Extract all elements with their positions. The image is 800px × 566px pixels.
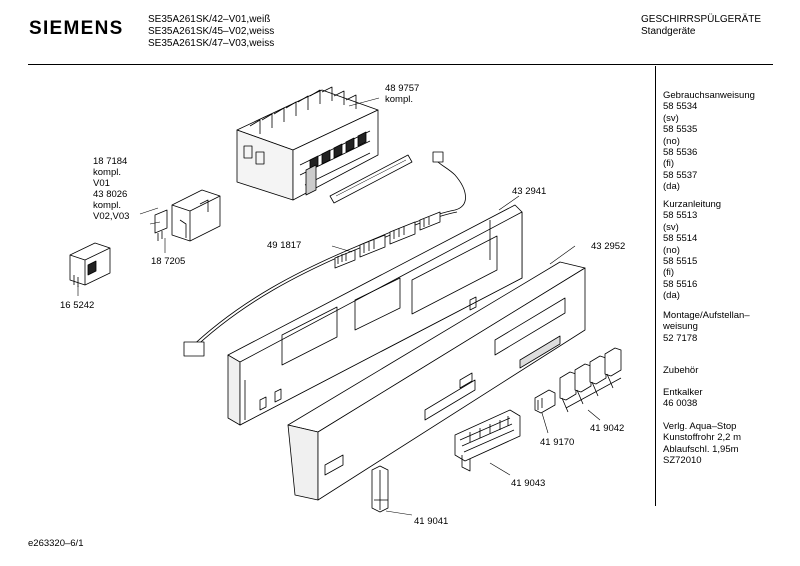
sidebar-divider bbox=[655, 66, 656, 506]
aquastop-block: Verlg. Aqua–Stop Kunstoffrohr 2,2 m Abla… bbox=[663, 421, 741, 467]
quick-lang: (sv) bbox=[663, 221, 679, 233]
model-line: SE35A261SK/45–V02,weiss bbox=[148, 26, 275, 37]
part-label-419041: 41 9041 bbox=[414, 516, 449, 527]
aquastop-title: Verlg. Aqua–Stop bbox=[663, 421, 737, 432]
leader-lines bbox=[77, 97, 601, 516]
part-note: kompl. bbox=[93, 167, 121, 178]
handle-drawing bbox=[454, 409, 521, 472]
programmer-module-drawing bbox=[236, 86, 379, 201]
manual-block: Gebrauchsanweisung 58 5534 (sv) 58 5535 … bbox=[663, 90, 755, 193]
control-frame-drawing bbox=[227, 204, 523, 426]
part-number: 43 8026 bbox=[93, 189, 128, 200]
aquastop-line: Ablaufschl. 1,95m bbox=[663, 443, 739, 455]
part-note: V02,V03 bbox=[93, 211, 130, 222]
quick-lang: (da) bbox=[663, 290, 680, 302]
part-note: kompl. bbox=[93, 200, 121, 211]
install-title: Montage/Aufstellan– bbox=[663, 310, 750, 321]
aquastop-line: Kunstoffrohr 2,2 m bbox=[663, 432, 741, 444]
part-number: 48 9757 bbox=[385, 83, 420, 94]
quick-lang: (fi) bbox=[663, 267, 675, 279]
quick-part: 58 5513 bbox=[663, 210, 698, 222]
quick-part: 58 5516 bbox=[663, 278, 698, 290]
part-note: V01 bbox=[93, 178, 110, 189]
display-strip-drawing bbox=[329, 154, 413, 204]
button-piece-drawing bbox=[534, 389, 556, 414]
part-label-432941: 43 2941 bbox=[512, 186, 547, 197]
header-divider bbox=[28, 64, 773, 65]
part-label-187184: 18 7184 kompl. V01 43 8026 kompl. V02,V0… bbox=[93, 156, 129, 222]
manual-lang: (sv) bbox=[663, 112, 679, 124]
manual-part: 58 5536 bbox=[663, 147, 698, 159]
part-note: kompl. bbox=[385, 94, 413, 105]
part-label-491817: 49 1817 bbox=[267, 240, 302, 251]
install-title-cont: weisung bbox=[663, 321, 698, 333]
part-label-165242: 16 5242 bbox=[60, 300, 95, 311]
install-block: Montage/Aufstellan– weisung 52 7178 bbox=[663, 310, 750, 344]
part-label-419170: 41 9170 bbox=[540, 437, 575, 448]
aquastop-part: SZ72010 bbox=[663, 455, 702, 467]
category: GESCHIRRSPÜLGERÄTE Standgeräte bbox=[641, 14, 761, 38]
document-id: e263320–6/1 bbox=[28, 538, 84, 549]
descaler-part: 46 0038 bbox=[663, 398, 698, 410]
manual-part: 58 5537 bbox=[663, 169, 698, 181]
switch-part-drawing bbox=[69, 242, 111, 287]
brand-logo: SIEMENS bbox=[29, 18, 124, 39]
manual-part: 58 5534 bbox=[663, 101, 698, 113]
install-part: 52 7178 bbox=[663, 332, 698, 344]
part-label-432952: 43 2952 bbox=[591, 241, 626, 252]
manual-part: 58 5535 bbox=[663, 124, 698, 136]
relay-part-drawing bbox=[154, 189, 221, 242]
manual-title: Gebrauchsanweisung bbox=[663, 90, 755, 101]
bracket-drawing bbox=[371, 465, 389, 513]
button-group-drawing bbox=[559, 347, 622, 413]
model-line: SE35A261SK/47–V03,weiss bbox=[148, 38, 275, 49]
descaler-title: Entkalker bbox=[663, 387, 703, 398]
descaler-block: Entkalker 46 0038 bbox=[663, 387, 703, 410]
quick-part: 58 5515 bbox=[663, 256, 698, 268]
quick-title: Kurzanleitung bbox=[663, 199, 722, 210]
category-title: GESCHIRRSPÜLGERÄTE bbox=[641, 14, 762, 25]
part-label-419043: 41 9043 bbox=[511, 478, 546, 489]
quick-lang: (no) bbox=[663, 244, 680, 256]
manual-lang: (da) bbox=[663, 181, 680, 193]
accessories-title: Zubehör bbox=[663, 365, 699, 376]
part-number: 18 7184 bbox=[93, 156, 128, 167]
manual-lang: (fi) bbox=[663, 158, 675, 170]
model-line: SE35A261SK/42–V01,weiß bbox=[148, 14, 271, 25]
quick-part: 58 5514 bbox=[663, 233, 698, 245]
model-list: SE35A261SK/42–V01,weiß SE35A261SK/45–V02… bbox=[148, 14, 274, 50]
part-label-187205: 18 7205 bbox=[151, 256, 186, 267]
quick-guide-block: Kurzanleitung 58 5513 (sv) 58 5514 (no) … bbox=[663, 199, 721, 302]
front-panel-drawing bbox=[287, 261, 586, 501]
manual-lang: (no) bbox=[663, 135, 680, 147]
part-label-419042: 41 9042 bbox=[590, 423, 625, 434]
part-label-489757: 48 9757 kompl. bbox=[385, 83, 419, 105]
category-subtitle: Standgeräte bbox=[641, 26, 696, 37]
